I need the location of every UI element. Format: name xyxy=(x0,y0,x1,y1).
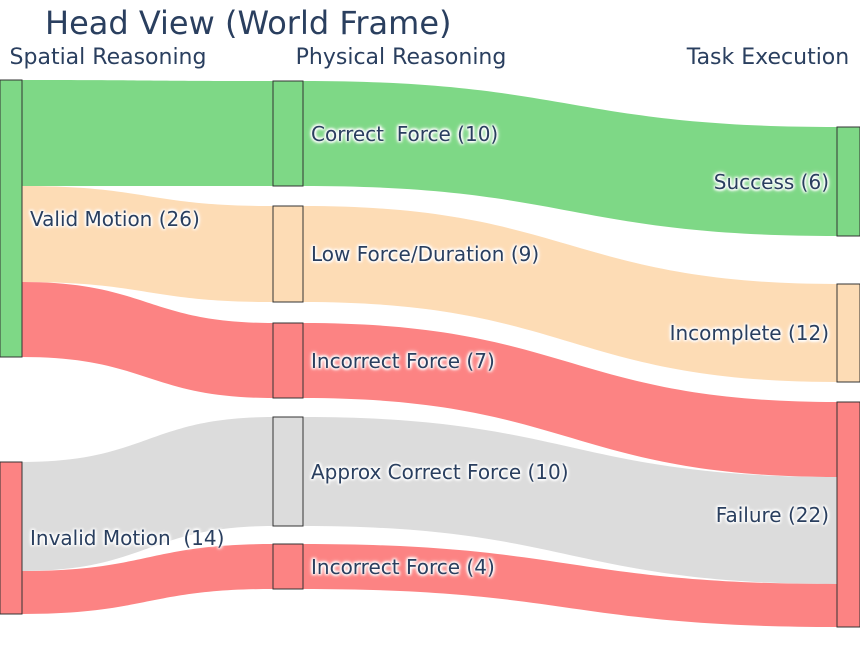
column-header-physical-reasoning: Physical Reasoning xyxy=(295,45,507,70)
link-incorrect-force-4-to-failure[interactable] xyxy=(303,544,837,627)
link-invalid-motion-to-approx-correct-force[interactable] xyxy=(22,417,273,571)
link-correct-force-to-success[interactable] xyxy=(303,81,837,236)
node-invalid-motion[interactable] xyxy=(0,461,23,615)
node-correct-force[interactable] xyxy=(272,80,304,187)
column-header-task-execution: Task Execution xyxy=(686,45,850,70)
link-invalid-motion-to-incorrect-force-4[interactable] xyxy=(22,544,273,614)
chart-title: Head View (World Frame) xyxy=(45,4,452,42)
link-low-force-duration-to-incomplete[interactable] xyxy=(303,206,837,382)
node-low-force-duration[interactable] xyxy=(272,205,304,303)
node-incorrect-force-4[interactable] xyxy=(272,543,304,590)
node-approx-correct-force[interactable] xyxy=(272,416,304,527)
column-header-spatial-reasoning: Spatial Reasoning xyxy=(9,45,207,70)
node-failure[interactable] xyxy=(836,401,860,628)
link-valid-motion-to-correct-force[interactable] xyxy=(22,80,273,186)
node-success[interactable] xyxy=(836,126,860,237)
node-incomplete[interactable] xyxy=(836,283,860,383)
link-valid-motion-to-incorrect-force-7[interactable] xyxy=(22,282,273,398)
node-valid-motion[interactable] xyxy=(0,79,23,358)
link-approx-correct-force-to-failure[interactable] xyxy=(303,417,837,584)
node-incorrect-force-7[interactable] xyxy=(272,322,304,399)
link-incorrect-force-7-to-failure[interactable] xyxy=(303,323,837,477)
link-valid-motion-to-low-force-duration[interactable] xyxy=(22,186,273,302)
